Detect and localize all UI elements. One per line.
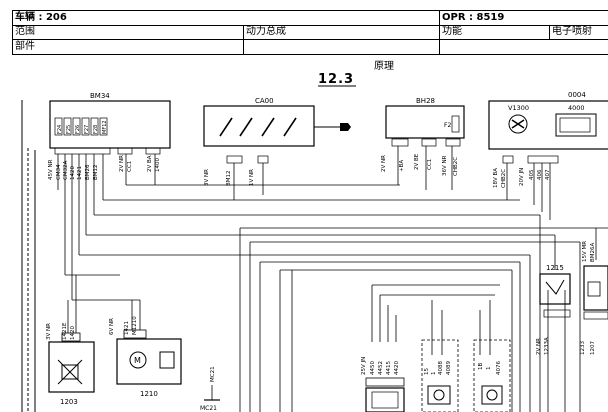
right-conn-label: BM26A <box>590 242 596 262</box>
bh28-conn-label: 36V NR <box>442 155 448 176</box>
fan-conn-label: 1 <box>431 372 437 376</box>
component-label: 部件 <box>15 41 35 52</box>
right-conn-label: 15V MR <box>582 241 588 262</box>
bm34-conn-label: 1420 <box>70 166 76 180</box>
function-value: 电子喷射 <box>549 25 608 39</box>
c1215-conn-label: 2V NR <box>536 338 542 355</box>
ca00-conn-label: 1V NR <box>249 169 255 186</box>
bm34-conn-label: BM26 <box>85 164 91 180</box>
ca00-conn-label: 3V NR <box>204 169 210 186</box>
fan-conn-label: 15 <box>424 368 430 375</box>
c0004-conn-label: 405 <box>529 169 535 180</box>
bh28-fuse-label: F2 <box>444 122 451 129</box>
fan-conn-label: 4089 <box>446 361 452 375</box>
c1215-box: 1215 2V NR 1233A 1233 1207 <box>536 264 596 355</box>
c1203-conn-label: 3V NR <box>46 323 52 340</box>
fuse-label: F24 <box>57 125 63 134</box>
bm34-conn-label: 1400 <box>155 158 161 172</box>
fuse-label: MF12 <box>102 120 108 134</box>
bm34-fuse-labels: F24 F25 F26 F27 F28 MF12 <box>57 120 108 134</box>
c0004-label: 0004 <box>568 91 586 99</box>
mid-conn-label: 25V JN <box>361 357 367 375</box>
ca00-box: CA00 3V NR BM12 1V NR <box>203 97 351 186</box>
mid-conn-label: 4415 <box>386 361 392 375</box>
mc21-ground: MC21 MC21 <box>200 366 220 412</box>
opr-label: OPR : 8519 <box>439 11 608 25</box>
ca00-conn-label: BM12 <box>226 170 232 186</box>
c4000-label: 4000 <box>568 104 585 112</box>
scope-label: 范围 <box>15 26 35 37</box>
bh28-conn-label: +BA <box>399 160 405 172</box>
mid-conn-label: 4452 <box>378 361 384 375</box>
page-number: 12.3 <box>318 72 354 87</box>
c1215-conn-label: 1233 <box>580 341 586 355</box>
bm34-conn-label: 2V BA <box>147 155 153 172</box>
fan-conn-label: 4088 <box>438 361 444 375</box>
c1203-box: 3V NR 1421E 1420 1203 <box>46 275 95 406</box>
vehicle-label: 车辆 : 206 <box>15 12 67 23</box>
fuse-label: F26 <box>75 125 81 134</box>
mid-conn-label: 4450 <box>370 361 376 375</box>
pump-conn-label: 4076 <box>496 361 502 375</box>
c0004-conn-label: 407 <box>545 169 551 180</box>
c0004-conn-label: 406 <box>537 169 543 180</box>
mid-connector: 25V JN 4450 4452 4415 4420 <box>361 357 405 412</box>
bm34-conn-label: 45V NR <box>48 159 54 180</box>
c1210-conn-label: M1210 <box>132 316 138 335</box>
fan-icon <box>433 389 445 401</box>
mc21-label: MC21 <box>200 405 217 412</box>
bh28-conn-label: 2V BE <box>414 153 420 170</box>
fuse-label: F25 <box>66 125 72 134</box>
c0004-box: 0004 V1300 4000 18V BA CHB2C 20V JN 405 … <box>488 91 608 188</box>
c1210-conn-label: 6V NR <box>109 318 115 335</box>
mc21-conn-label: MC21 <box>210 366 216 382</box>
bh28-conn-label: CC1 <box>427 159 433 170</box>
bm34-conn-label: CM32A <box>63 160 69 180</box>
section-title: 原理 <box>374 60 394 72</box>
c1203-conn-label: 1421E <box>62 322 68 340</box>
function-label: 功能 <box>439 25 549 39</box>
key-icon <box>340 123 351 131</box>
bm34-conn-label: CM34 <box>56 164 62 180</box>
fan-module: 15 1 4088 4089 <box>421 339 459 412</box>
c1203-label: 1203 <box>60 398 78 406</box>
c1210-box: 6V NR 1421 M1210 M 1210 <box>109 300 182 398</box>
bm34-conn-label: CC1 <box>127 161 133 172</box>
component-value-empty <box>243 40 439 54</box>
bm34-box: BM34 F24 F25 F26 F27 F28 MF12 45V NR CM3… <box>48 92 171 180</box>
c0004-conn-label: 18V BA <box>493 168 499 188</box>
ca00-label: CA00 <box>255 97 274 105</box>
c1215-conn-label: 1233A <box>544 337 550 355</box>
c1210-conn-label: 1421 <box>124 321 130 335</box>
pump-icon <box>486 389 498 401</box>
bh28-label: BH28 <box>416 97 435 105</box>
fuse-label: F27 <box>84 125 90 134</box>
bm34-conn-label: 2V NR <box>119 155 125 172</box>
pump-module: 1B 1 4076 <box>473 339 511 412</box>
bh28-conn-label: CHB2C <box>453 157 459 176</box>
bh28-box: BH28 F2 2V NR +BA 2V BE CC1 36V NR CHB2C <box>381 97 465 176</box>
c1210-label: 1210 <box>140 390 158 398</box>
v1300-label: V1300 <box>508 104 529 112</box>
header-table: 车辆 : 206 OPR : 8519 范围 动力总成 功能 电子喷射 部件 <box>0 0 608 60</box>
pump-conn-label: 1 <box>486 367 492 371</box>
c1215-conn-label: 1207 <box>590 341 596 355</box>
motor-icon: M <box>134 356 141 365</box>
fuse-label: F28 <box>93 125 99 134</box>
bm34-conn-label: BM12 <box>93 164 99 180</box>
c0004-conn-label: 20V JN <box>519 168 525 186</box>
mid-conn-label: 4420 <box>394 361 400 375</box>
component-value-empty-2 <box>439 40 608 54</box>
pump-conn-label: 1B <box>478 363 484 370</box>
bh28-conn-label: 2V NR <box>381 155 387 172</box>
right-relay: 15V MR BM26A <box>582 241 608 320</box>
c0004-conn-label: CHB2C <box>501 169 507 188</box>
bm34-conn-label: 1421 <box>77 166 83 180</box>
bm34-label: BM34 <box>90 92 110 100</box>
c1215-label: 1215 <box>546 264 564 272</box>
scope-value: 动力总成 <box>243 25 439 39</box>
